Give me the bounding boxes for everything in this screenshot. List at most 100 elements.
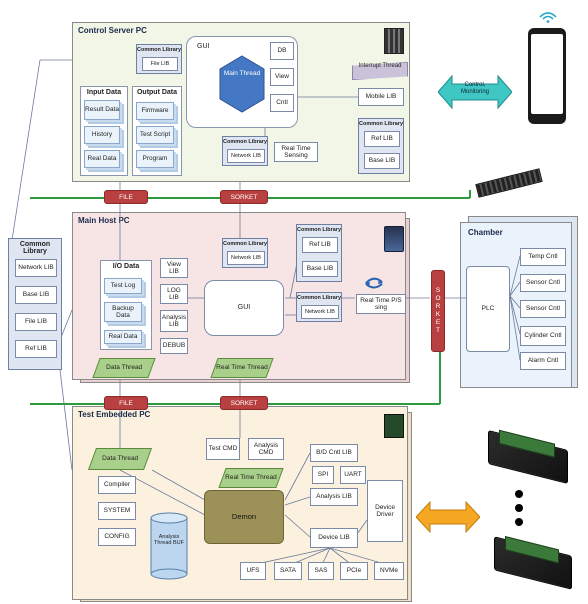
host-network-lib-group: Common Library Network LIB bbox=[222, 238, 268, 268]
refresh-arrows-icon bbox=[365, 277, 383, 289]
interrupt-thread-label: Interrupt Thread bbox=[358, 63, 402, 69]
demon-box[interactable]: Demon bbox=[204, 490, 284, 544]
mobile-lib-box[interactable]: Mobile LIB bbox=[358, 88, 404, 106]
host-ref-base-group: Common Library Ref LIB Base LIB bbox=[296, 224, 342, 282]
config-box[interactable]: CONFIG bbox=[98, 528, 136, 546]
output-test-script[interactable]: Test Script bbox=[136, 126, 174, 144]
cylinder-cntl-box[interactable]: Cylinder Cntl bbox=[520, 326, 566, 346]
realtime-sensing-box[interactable]: Real Time Sensing bbox=[274, 142, 318, 162]
server-rack-icon bbox=[384, 28, 404, 54]
interface-ufs[interactable]: UFS bbox=[240, 562, 266, 580]
sorket-label-bottom: SORKET bbox=[220, 396, 268, 410]
output-program[interactable]: Program bbox=[136, 150, 174, 168]
interface-nvme[interactable]: NVMe bbox=[374, 562, 404, 580]
sorket-vertical-text: SORKET bbox=[434, 287, 442, 335]
realtime-ps-box[interactable]: Real Time P/S sing bbox=[356, 294, 406, 314]
host-network-lib2-title: Common Library bbox=[297, 295, 342, 301]
chamber-title: Chamber bbox=[468, 228, 503, 237]
left-common-library-title: Common Library bbox=[19, 241, 51, 255]
control-monitoring-label: Control, Monitoring bbox=[460, 82, 489, 95]
sensor-cntl-box-1[interactable]: Sensor Cntl bbox=[520, 274, 566, 292]
io-backup-data[interactable]: Backup Data bbox=[104, 302, 142, 322]
host-network-lib-box[interactable]: Network LIB bbox=[227, 251, 265, 265]
embedded-realtime-thread[interactable]: Real Time Thread bbox=[218, 468, 284, 488]
host-gui-box[interactable]: GUI bbox=[204, 280, 284, 336]
control-network-lib-box[interactable]: Network LIB bbox=[227, 149, 265, 163]
left-network-lib[interactable]: Network LIB bbox=[15, 259, 57, 277]
input-history[interactable]: History bbox=[84, 126, 120, 144]
file-lib-box[interactable]: File LIB bbox=[142, 57, 178, 71]
embedded-data-thread[interactable]: Data Thread bbox=[87, 448, 153, 470]
embedded-data-thread-label: Data Thread bbox=[101, 455, 139, 463]
host-ref-base-title: Common Library bbox=[297, 227, 342, 233]
io-real-data[interactable]: Real Data bbox=[104, 330, 142, 344]
sorket-vertical-label: SORKET bbox=[431, 270, 445, 352]
analysis-cmd-box[interactable]: Analysis CMD bbox=[248, 438, 284, 460]
host-log-lib[interactable]: LOG LIB bbox=[160, 284, 188, 304]
host-data-thread[interactable]: Data Thread bbox=[92, 358, 156, 378]
db-box[interactable]: DB bbox=[270, 42, 294, 60]
host-network-lib2-box[interactable]: Network LIB bbox=[301, 305, 339, 319]
embedded-realtime-thread-label: Real Time Thread bbox=[225, 474, 277, 482]
control-server-title: Control Server PC bbox=[78, 26, 147, 35]
bd-cntl-lib-box[interactable]: B/D Cntl LIB bbox=[310, 444, 358, 462]
temp-cntl-box[interactable]: Temp Cntl bbox=[520, 248, 566, 266]
control-file-lib-group: Common Library File LIB bbox=[136, 44, 182, 74]
host-debub[interactable]: DEBUB bbox=[160, 338, 188, 354]
compiler-box[interactable]: Compiler bbox=[98, 476, 136, 494]
interface-pcie[interactable]: PCIe bbox=[340, 562, 368, 580]
io-test-log[interactable]: Test Log bbox=[104, 278, 142, 294]
input-result-data[interactable]: Result Data bbox=[84, 100, 120, 120]
file-label-top: FILE bbox=[104, 190, 148, 204]
main-host-title: Main Host PC bbox=[78, 216, 130, 225]
control-ref-lib-box[interactable]: Ref LIB bbox=[364, 131, 400, 147]
host-view-lib[interactable]: View LIB bbox=[160, 258, 188, 278]
control-ref-base-title: Common Library bbox=[359, 121, 404, 127]
alarm-cntl-box[interactable]: Alarm Cntl bbox=[520, 352, 566, 370]
spi-box[interactable]: SPI bbox=[312, 466, 334, 484]
host-data-thread-label: Data Thread bbox=[105, 364, 143, 372]
wifi-icon bbox=[538, 10, 558, 23]
file-label-bottom: FILE bbox=[104, 396, 148, 410]
device-driver-box[interactable]: Device Driver bbox=[367, 480, 403, 542]
smartphone-icon bbox=[528, 28, 566, 124]
ssd-ellipsis-dots bbox=[515, 490, 523, 530]
host-base-lib[interactable]: Base LIB bbox=[302, 261, 338, 277]
left-file-lib[interactable]: File LIB bbox=[15, 313, 57, 331]
left-base-lib[interactable]: Base LIB bbox=[15, 286, 57, 304]
control-monitoring-arrow[interactable] bbox=[438, 74, 512, 110]
main-thread-hexagon bbox=[219, 55, 265, 113]
input-real-data[interactable]: Real Data bbox=[84, 150, 120, 168]
sorket-label-top: SORKET bbox=[220, 190, 268, 204]
view-box[interactable]: View bbox=[270, 68, 294, 86]
control-gui-label: GUI bbox=[197, 43, 210, 50]
control-network-lib-title: Common Library bbox=[223, 139, 268, 145]
left-ref-lib[interactable]: Ref LIB bbox=[15, 340, 57, 358]
device-link-arrow[interactable] bbox=[416, 500, 480, 534]
output-firmware[interactable]: Firmware bbox=[136, 102, 174, 120]
host-realtime-thread-label: Real Time Thread bbox=[216, 364, 268, 372]
embedded-board-icon bbox=[384, 414, 404, 438]
control-base-lib-box[interactable]: Base LIB bbox=[364, 153, 400, 169]
main-thread-label: Main Thread bbox=[223, 70, 261, 77]
host-realtime-thread[interactable]: Real Time Thread bbox=[210, 358, 274, 378]
control-file-lib-title: Common Library bbox=[137, 47, 182, 53]
host-ref-lib[interactable]: Ref LIB bbox=[302, 237, 338, 253]
control-ref-base-group: Common Library Ref LIB Base LIB bbox=[358, 118, 404, 174]
cntl-box[interactable]: Cntl bbox=[270, 94, 294, 112]
host-network-lib-title: Common Library bbox=[223, 241, 268, 247]
input-data-title: Input Data bbox=[86, 89, 122, 96]
interface-sata[interactable]: SATA bbox=[274, 562, 302, 580]
control-network-lib-group: Common Library Network LIB bbox=[222, 136, 268, 166]
plc-box[interactable]: PLC bbox=[466, 266, 510, 352]
system-box[interactable]: SYSTEM bbox=[98, 502, 136, 520]
device-lib-box[interactable]: Device LIB bbox=[310, 528, 358, 548]
io-data-title: I/O Data bbox=[112, 263, 140, 270]
uart-box[interactable]: UART bbox=[340, 466, 366, 484]
test-embedded-title: Test Embedded PC bbox=[78, 410, 151, 419]
test-cmd-box[interactable]: Test CMD bbox=[206, 438, 240, 460]
sensor-cntl-box-2[interactable]: Sensor Cntl bbox=[520, 300, 566, 318]
interface-sas[interactable]: SAS bbox=[308, 562, 334, 580]
analysis-lib-box[interactable]: Analysis LIB bbox=[310, 488, 358, 506]
host-analysis-lib[interactable]: Analysis LIB bbox=[160, 310, 188, 332]
